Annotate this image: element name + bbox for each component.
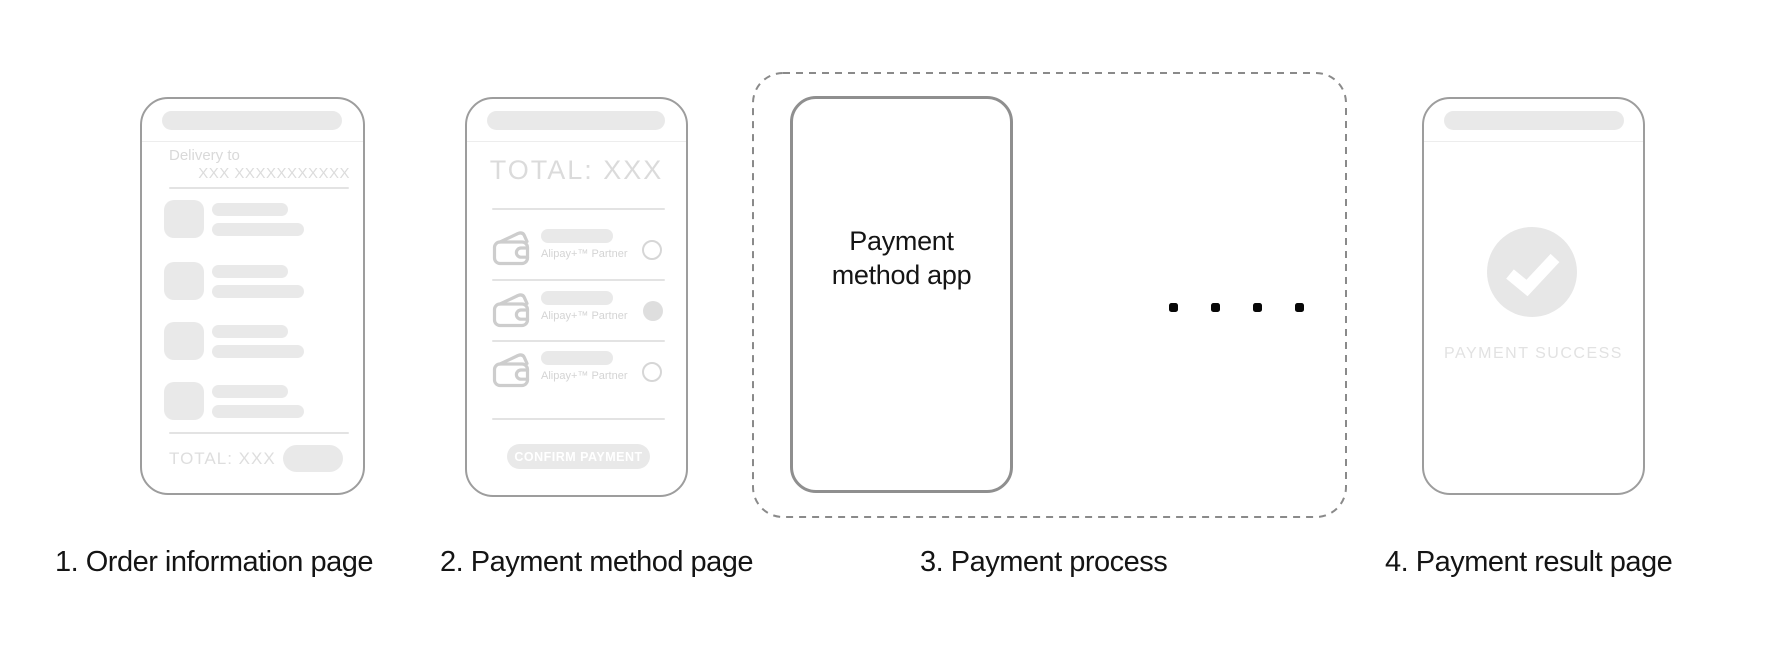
status-bar-placeholder bbox=[1444, 111, 1624, 130]
item-text-bar bbox=[212, 223, 304, 236]
payment-method-phone: TOTAL: XXX Alipay+™ Partner bbox=[465, 97, 688, 497]
status-bar-placeholder bbox=[162, 111, 342, 130]
item-thumbnail-placeholder bbox=[164, 382, 204, 420]
item-text-bar bbox=[212, 385, 288, 398]
header-divider bbox=[467, 141, 686, 142]
item-text-bar bbox=[212, 203, 288, 216]
payment-total-label: TOTAL: XXX bbox=[489, 155, 664, 185]
item-text-bar bbox=[212, 265, 288, 278]
radio-selected-icon bbox=[643, 301, 663, 321]
header-divider bbox=[142, 141, 363, 142]
item-thumbnail-placeholder bbox=[164, 262, 204, 300]
item-text-bar bbox=[212, 325, 288, 338]
step-caption-1: 1. Order information page bbox=[55, 546, 373, 578]
method-name-bar bbox=[541, 351, 613, 365]
order-item-row bbox=[164, 200, 344, 244]
delivery-address-placeholder: XXX XXXXXXXXXXX bbox=[198, 165, 350, 182]
delivery-to-label: Delivery to bbox=[169, 147, 240, 164]
partner-label: Alipay+™ Partner bbox=[541, 248, 628, 260]
step-caption-2: 2. Payment method page bbox=[440, 546, 754, 578]
progress-dots bbox=[1169, 303, 1304, 312]
radio-unselected-icon bbox=[642, 240, 662, 260]
progress-dot bbox=[1211, 303, 1220, 312]
step-caption-4: 4. Payment result page bbox=[1385, 546, 1673, 578]
wallet-icon bbox=[492, 293, 530, 328]
section-divider bbox=[492, 418, 665, 420]
step-caption-3: 3. Payment process bbox=[920, 546, 1168, 578]
row-divider bbox=[492, 340, 665, 342]
section-divider bbox=[169, 187, 349, 189]
payment-method-row: Alipay+™ Partner bbox=[489, 342, 668, 398]
item-thumbnail-placeholder bbox=[164, 200, 204, 238]
progress-dot bbox=[1169, 303, 1178, 312]
wallet-icon bbox=[492, 353, 530, 388]
row-divider bbox=[492, 279, 665, 281]
order-item-row bbox=[164, 322, 344, 366]
order-item-row bbox=[164, 382, 344, 426]
progress-dot bbox=[1295, 303, 1304, 312]
success-check-icon bbox=[1487, 227, 1577, 317]
order-info-phone: Delivery to XXX XXXXXXXXXXX TOTAL: XXX bbox=[140, 97, 365, 495]
payment-method-row: Alipay+™ Partner bbox=[489, 282, 668, 338]
method-name-bar bbox=[541, 291, 613, 305]
method-name-bar bbox=[541, 229, 613, 243]
section-divider bbox=[169, 432, 349, 434]
confirm-payment-button: CONFIRM PAYMENT bbox=[507, 444, 650, 469]
item-thumbnail-placeholder bbox=[164, 322, 204, 360]
header-divider bbox=[1424, 141, 1643, 142]
partner-label: Alipay+™ Partner bbox=[541, 370, 628, 382]
order-item-row bbox=[164, 262, 344, 306]
item-text-bar bbox=[212, 345, 304, 358]
order-total-label: TOTAL: XXX bbox=[169, 449, 276, 468]
payment-success-label: PAYMENT SUCCESS bbox=[1444, 345, 1623, 362]
partner-label: Alipay+™ Partner bbox=[541, 310, 628, 322]
payment-app-label: Payment method app bbox=[831, 226, 972, 290]
item-text-bar bbox=[212, 405, 304, 418]
payment-app-phone: Payment method app bbox=[790, 96, 1013, 493]
checkout-button-placeholder bbox=[283, 445, 343, 472]
payment-method-row: Alipay+™ Partner bbox=[489, 220, 668, 276]
progress-dot bbox=[1253, 303, 1262, 312]
payment-result-phone: PAYMENT SUCCESS bbox=[1422, 97, 1645, 495]
status-bar-placeholder bbox=[487, 111, 665, 130]
section-divider bbox=[492, 208, 665, 210]
radio-unselected-icon bbox=[642, 362, 662, 382]
payment-process-container bbox=[752, 72, 1347, 518]
item-text-bar bbox=[212, 285, 304, 298]
wallet-icon bbox=[492, 231, 530, 266]
